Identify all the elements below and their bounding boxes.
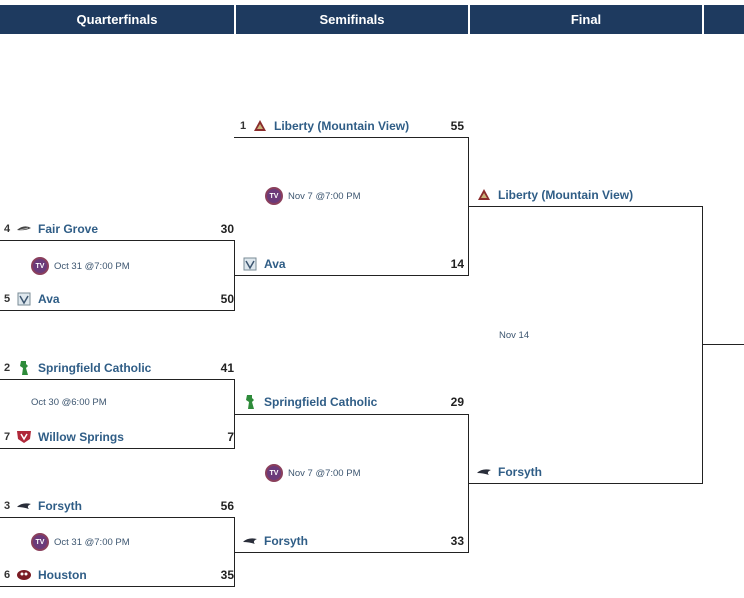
forsyth-logo-icon (476, 465, 492, 479)
team-name: Forsyth (38, 499, 83, 513)
team-name: Forsyth (498, 465, 543, 479)
team-name: Springfield Catholic (38, 361, 152, 375)
team-score: 56 (220, 499, 234, 513)
team-name: Willow Springs (38, 430, 124, 444)
sf2-top-team[interactable]: Springfield Catholic 29 (242, 393, 464, 411)
qf1-bottom-team[interactable]: 5 Ava 50 (4, 290, 234, 308)
forsyth-logo-icon (242, 534, 258, 548)
seed: 3 (4, 500, 11, 512)
team-score: 33 (450, 534, 464, 548)
sf1-bottom-team[interactable]: Ava 14 (242, 255, 464, 273)
bracket-line (234, 414, 469, 415)
team-score: 50 (220, 292, 234, 306)
sf1-top-team[interactable]: 1 Liberty (Mountain View) 55 (240, 117, 464, 135)
bracket-line (0, 240, 235, 241)
tv-icon: TV (31, 257, 49, 275)
forsyth-logo-icon (16, 499, 32, 513)
final-bottom-team[interactable]: Forsyth (476, 463, 698, 481)
final-top-team[interactable]: Liberty (Mountain View) (476, 186, 698, 204)
bracket-line (0, 310, 235, 311)
sf2-bottom-team[interactable]: Forsyth 33 (242, 532, 464, 550)
qf3-bottom-team[interactable]: 6 Houston 35 (4, 566, 234, 584)
springfield-catholic-logo-icon (16, 361, 32, 375)
qf3-top-team[interactable]: 3 Forsyth 56 (4, 497, 234, 515)
qf2-game-info[interactable]: Oct 30 @6:00 PM (31, 397, 107, 408)
fair-grove-logo-icon (16, 222, 32, 236)
team-name: Ava (264, 257, 286, 271)
tv-icon: TV (31, 533, 49, 551)
bracket-line (234, 275, 469, 276)
bracket-line (468, 483, 703, 484)
team-name: Houston (38, 568, 87, 582)
team-score: 29 (450, 395, 464, 409)
tv-icon: TV (265, 464, 283, 482)
team-name: Liberty (Mountain View) (274, 119, 410, 133)
team-score: 41 (220, 361, 234, 375)
seed: 2 (4, 362, 11, 374)
seed: 1 (240, 120, 247, 132)
qf1-game-info[interactable]: TV Oct 31 @7:00 PM (31, 257, 130, 275)
sf1-game-info[interactable]: TV Nov 7 @7:00 PM (265, 187, 360, 205)
bracket-line (0, 379, 235, 380)
team-name: Forsyth (264, 534, 309, 548)
seed: 4 (4, 223, 11, 235)
ava-logo-icon (242, 257, 258, 271)
bracket-line (0, 517, 235, 518)
liberty-logo-icon (252, 119, 268, 133)
game-time: Nov 14 (499, 330, 530, 341)
team-name: Springfield Catholic (264, 395, 378, 409)
team-score: 35 (220, 568, 234, 582)
team-score: 30 (220, 222, 234, 236)
game-time: Nov 7 @7:00 PM (288, 190, 361, 202)
ava-logo-icon (16, 292, 32, 306)
tv-icon: TV (265, 187, 283, 205)
team-name: Ava (38, 292, 60, 306)
bracket-line (0, 448, 235, 449)
team-score: 14 (450, 257, 464, 271)
qf2-top-team[interactable]: 2 Springfield Catholic 41 (4, 359, 234, 377)
qf2-bottom-team[interactable]: 7 Willow Springs 7 (4, 428, 234, 446)
game-time: Nov 7 @7:00 PM (288, 467, 361, 479)
team-score: 55 (450, 119, 464, 133)
bracket-line (0, 586, 235, 587)
final-game-info[interactable]: Nov 14 (499, 330, 529, 341)
header-quarterfinals: Quarterfinals (0, 5, 234, 34)
header-final: Final (470, 5, 702, 34)
qf3-game-info[interactable]: TV Oct 31 @7:00 PM (31, 533, 130, 551)
willow-springs-logo-icon (16, 430, 32, 444)
seed: 6 (4, 569, 11, 581)
bracket-line (468, 206, 703, 207)
houston-logo-icon (16, 568, 32, 582)
game-time: Oct 30 @6:00 PM (31, 397, 107, 408)
header-champion (704, 5, 744, 34)
team-name: Fair Grove (38, 222, 99, 236)
header-semifinals: Semifinals (236, 5, 468, 34)
qf1-top-team[interactable]: 4 Fair Grove 30 (4, 220, 234, 238)
bracket-line (702, 206, 703, 484)
bracket-line (234, 137, 469, 138)
seed: 5 (4, 293, 11, 305)
bracket-line (234, 552, 469, 553)
game-time: Oct 31 @7:00 PM (54, 260, 130, 272)
team-score: 7 (227, 430, 234, 444)
seed: 7 (4, 431, 11, 443)
liberty-logo-icon (476, 188, 492, 202)
sf2-game-info[interactable]: TV Nov 7 @7:00 PM (265, 464, 360, 482)
team-name: Liberty (Mountain View) (498, 188, 634, 202)
springfield-catholic-logo-icon (242, 395, 258, 409)
bracket-line (702, 344, 744, 345)
game-time: Oct 31 @7:00 PM (54, 536, 130, 548)
